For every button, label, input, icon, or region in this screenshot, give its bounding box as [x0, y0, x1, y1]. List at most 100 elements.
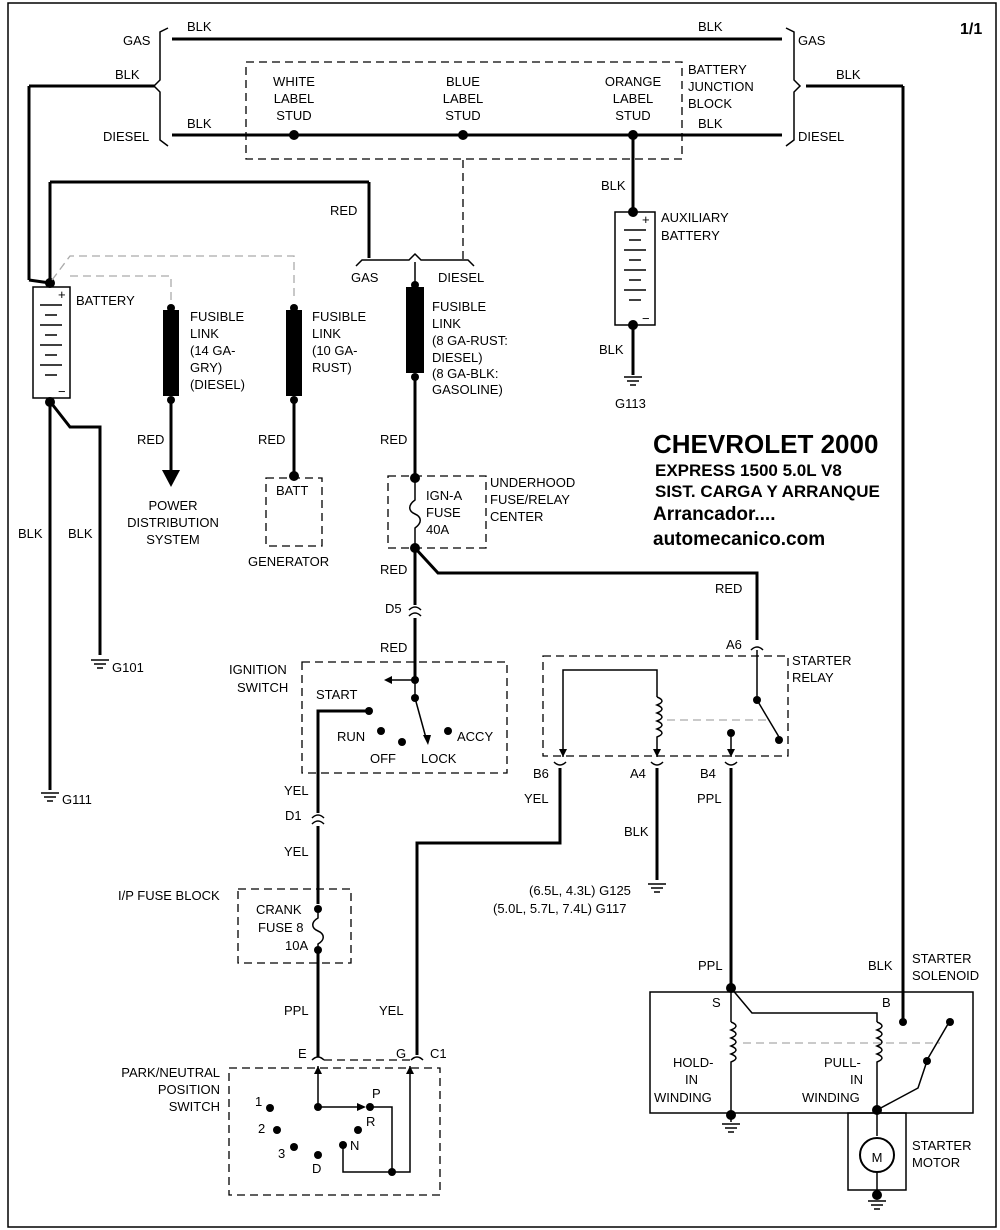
svg-text:10A: 10A [285, 938, 308, 953]
svg-text:IN: IN [685, 1072, 698, 1087]
svg-text:DIESEL): DIESEL) [432, 350, 483, 365]
title-line-4: Arrancador.... [653, 504, 776, 525]
svg-text:BLOCK: BLOCK [688, 96, 732, 111]
connector-d1: D1 [285, 808, 302, 823]
fusible-link-8ga [406, 281, 424, 476]
pn-switch-box [228, 1067, 441, 1196]
orange-label-stud: ORANGE LABEL STUD [605, 74, 662, 140]
svg-text:CENTER: CENTER [490, 509, 543, 524]
svg-text:SYSTEM: SYSTEM [146, 532, 199, 547]
title-line-3: SIST. CARGA Y ARRANQUE [655, 482, 880, 501]
ip-fuse-block-box [237, 888, 352, 964]
svg-text:RELAY: RELAY [792, 670, 834, 685]
relay-b6: B6 [533, 766, 549, 781]
solenoid-contact [876, 1018, 954, 1111]
relay-b4-wire: PPL [697, 791, 722, 806]
junction-block-label: BATTERY JUNCTION BLOCK [688, 62, 754, 111]
fusible-link-14ga-wire: RED [137, 432, 164, 447]
diesel-left-label: DIESEL [103, 129, 149, 144]
svg-text:JUNCTION: JUNCTION [688, 79, 754, 94]
gas-left-wire-color: BLK [187, 19, 212, 34]
svg-text:FUSIBLE: FUSIBLE [312, 309, 367, 324]
pn-connector-c1: C1 [430, 1046, 447, 1061]
relay-feed-wire: RED [715, 581, 742, 596]
page-number: 1/1 [960, 21, 982, 38]
battery-blk-b: BLK [68, 526, 93, 541]
crank-fuse-symbol [312, 909, 324, 950]
aux-battery-cells [624, 229, 646, 301]
battery-cells [40, 304, 62, 376]
svg-text:LINK: LINK [190, 326, 219, 341]
diesel-right-wire-color: BLK [698, 116, 723, 131]
solenoid-blk-wire: BLK [868, 958, 893, 973]
ignition-yel-wire: YEL [284, 783, 309, 798]
battery-symbol [32, 286, 71, 399]
hold-in-winding-label: HOLD- IN WINDING [654, 1055, 713, 1105]
svg-text:SWITCH: SWITCH [169, 1099, 220, 1114]
ground-g101-icon [90, 659, 110, 669]
svg-text:LABEL: LABEL [443, 91, 483, 106]
svg-text:WINDING: WINDING [802, 1090, 860, 1105]
aux-battery-bottom-wire: BLK [599, 342, 624, 357]
svg-text:CRANK: CRANK [256, 902, 302, 917]
battery-blk-a: BLK [18, 526, 43, 541]
ignition-accy: ACCY [457, 729, 493, 744]
underhood-fuse-box [387, 475, 487, 549]
gas-select-label: GAS [351, 270, 379, 285]
page-frame [7, 2, 997, 1228]
fusible-link-8ga-wire: RED [380, 432, 407, 447]
svg-text:GRY): GRY) [190, 360, 222, 375]
svg-text:POWER: POWER [148, 498, 197, 513]
pn-position-2: 2 [258, 1121, 265, 1136]
svg-text:LINK: LINK [432, 316, 461, 331]
pn-position-r: R [366, 1114, 375, 1129]
svg-text:IN: IN [850, 1072, 863, 1087]
starter-relay-label: STARTER RELAY [792, 653, 851, 685]
ip-fuse-block-label: I/P FUSE BLOCK [118, 888, 220, 903]
ignition-start: START [316, 687, 357, 702]
svg-text:DISTRIBUTION: DISTRIBUTION [127, 515, 219, 530]
pn-position-1: 1 [255, 1094, 262, 1109]
svg-text:STARTER: STARTER [912, 1138, 971, 1153]
aux-battery-top-wire: BLK [601, 178, 626, 193]
diesel-left-wire-color: BLK [187, 116, 212, 131]
ground-g117-label: (5.0L, 5.7L, 7.4L) G117 [493, 901, 626, 916]
pn-position-p: P [372, 1086, 381, 1101]
gas-right-wire-color: BLK [698, 19, 723, 34]
power-distribution-label: POWER DISTRIBUTION SYSTEM [127, 498, 219, 547]
pn-terminal-e: E [298, 1046, 307, 1061]
ground-g125-g117-icon [647, 883, 667, 893]
solenoid-ppl-wire: PPL [698, 958, 723, 973]
title-line-1: CHEVROLET 2000 [653, 429, 878, 459]
svg-text:(8 GA-BLK:: (8 GA-BLK: [432, 366, 498, 381]
white-label-stud: WHITE LABEL STUD [273, 74, 315, 140]
svg-text:+: + [642, 212, 650, 227]
relay-a4: A4 [630, 766, 646, 781]
aux-battery-label-2: BATTERY [661, 228, 720, 243]
svg-text:ORANGE: ORANGE [605, 74, 662, 89]
relay-a4-wire: BLK [624, 824, 649, 839]
d5-out-wire: RED [380, 640, 407, 655]
pull-in-winding-label: PULL- IN WINDING [802, 1055, 863, 1105]
fusible-link-10ga-wire: RED [258, 432, 285, 447]
ground-g113-label: G113 [615, 396, 646, 411]
svg-text:FUSE/RELAY: FUSE/RELAY [490, 492, 570, 507]
fusible-link-14ga [162, 304, 180, 487]
svg-text:UNDERHOOD: UNDERHOOD [490, 475, 575, 490]
svg-text:RUST): RUST) [312, 360, 352, 375]
svg-text:MOTOR: MOTOR [912, 1155, 960, 1170]
blk-right-label: BLK [836, 67, 861, 82]
ignition-switch-label: IGNITION SWITCH [229, 662, 288, 695]
d1-yel-wire: YEL [284, 844, 309, 859]
svg-text:PARK/NEUTRAL: PARK/NEUTRAL [121, 1065, 220, 1080]
svg-text:(8 GA-RUST:: (8 GA-RUST: [432, 333, 508, 348]
diesel-select-label: DIESEL [438, 270, 484, 285]
gas-right-label: GAS [798, 33, 826, 48]
ip-fuse-out-wire: PPL [284, 1003, 309, 1018]
ground-g101-label: G101 [112, 660, 144, 675]
relay-a6: A6 [726, 637, 742, 652]
svg-text:SOLENOID: SOLENOID [912, 968, 979, 983]
relay-b4: B4 [700, 766, 716, 781]
ign-a-fuse-label: IGN-A FUSE 40A [426, 488, 462, 537]
aux-battery-symbol [614, 211, 656, 326]
